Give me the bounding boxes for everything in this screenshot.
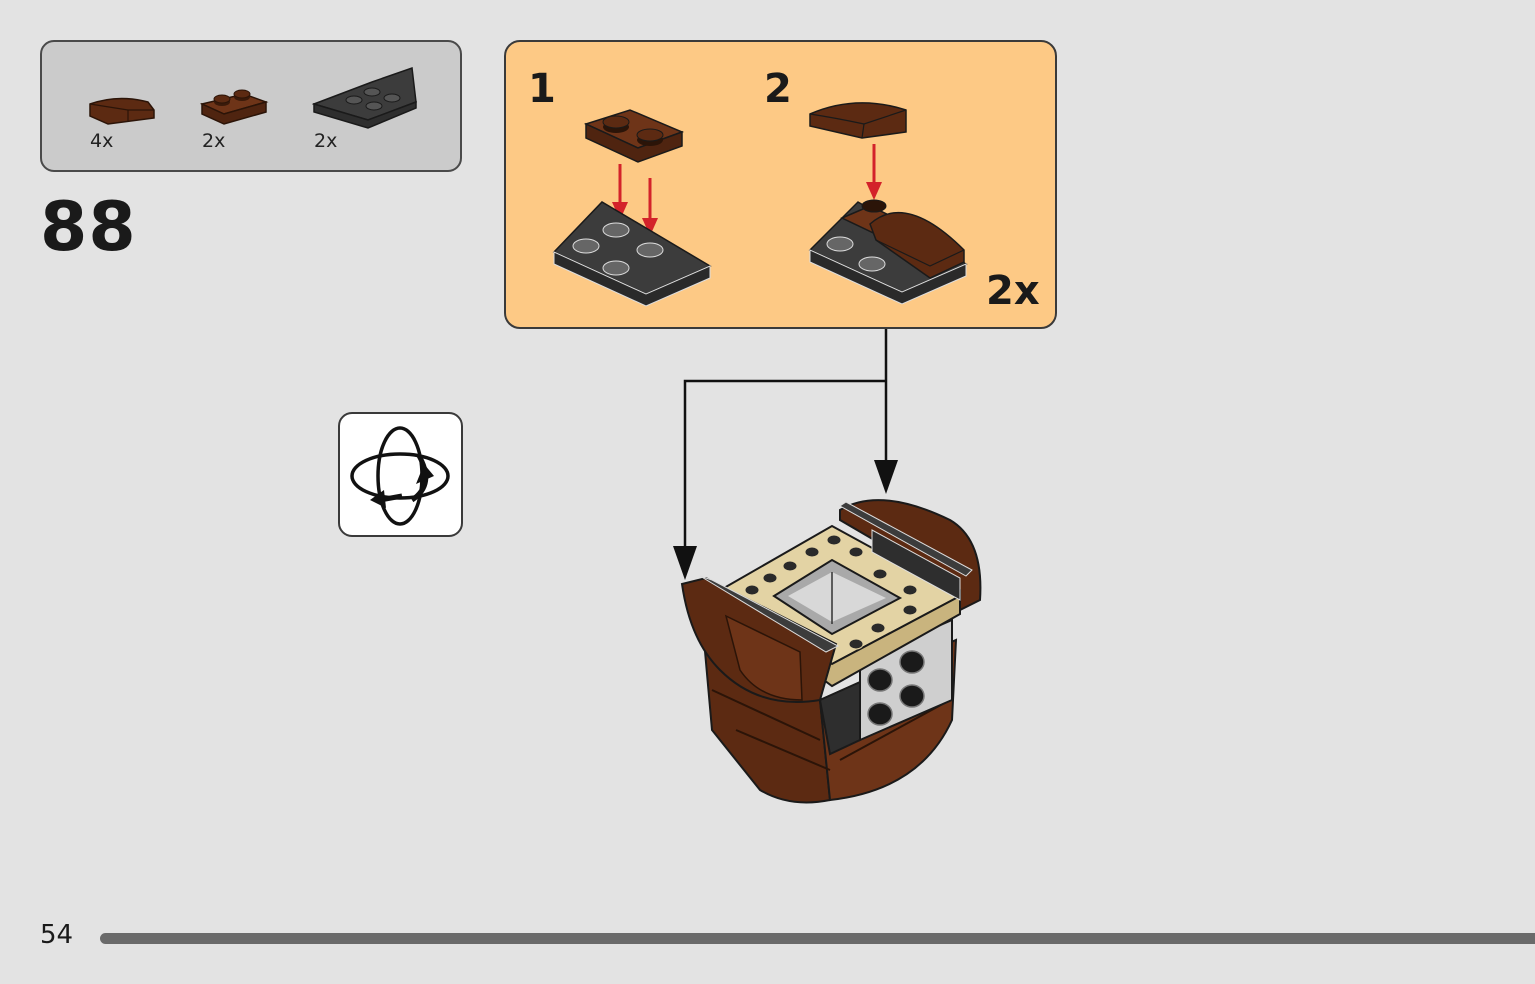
brown-plate-part [200, 89, 269, 125]
grey-wedge-plate-part [312, 66, 417, 129]
parts-list: 4x 2x 2x [40, 40, 462, 172]
rotate-model-icon [350, 426, 450, 526]
part-qty: 2x [202, 130, 226, 152]
connector-lines [683, 329, 888, 548]
page-progress-bar [100, 933, 1535, 944]
sub-assembly-box: 1 2 [504, 40, 1057, 329]
substep-number-2: 2 [764, 66, 792, 112]
arrow-head-right [874, 460, 898, 494]
substep-multiplier: 2x [986, 268, 1040, 314]
arrow-head-left [673, 546, 697, 580]
substep-2-illustration [808, 102, 968, 305]
step-number: 88 [40, 188, 137, 267]
part-qty: 2x [314, 130, 338, 152]
page-number: 54 [40, 920, 74, 950]
substep-1-illustration [552, 109, 712, 307]
substep-number-1: 1 [528, 66, 556, 112]
rotate-callout [338, 412, 463, 537]
part-qty: 4x [90, 130, 114, 152]
brown-curved-slope-part [89, 97, 155, 125]
